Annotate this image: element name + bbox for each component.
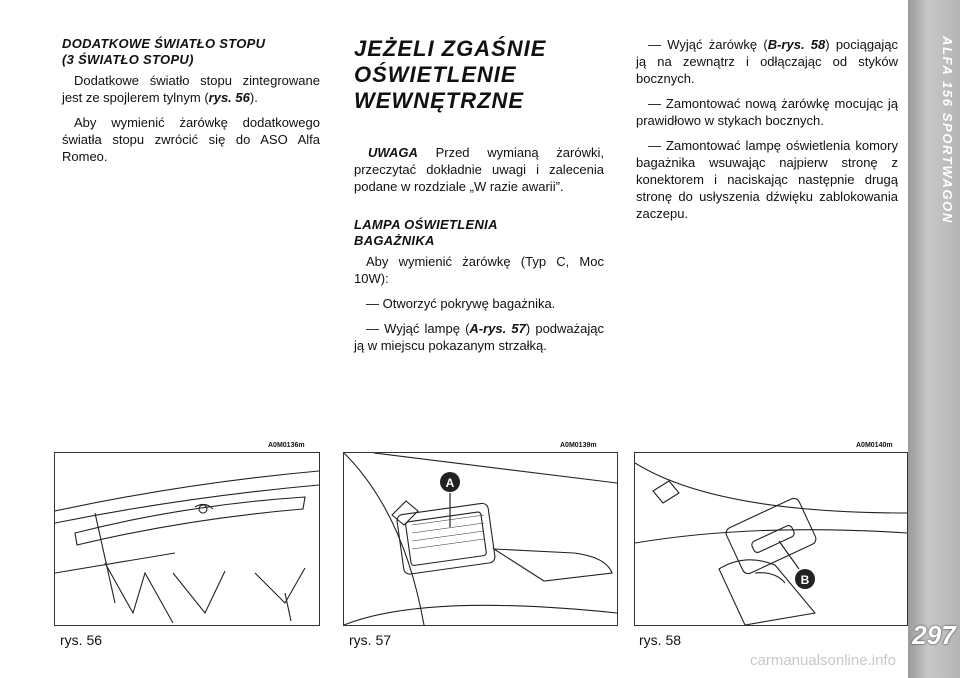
marker-a-label: A xyxy=(446,476,455,490)
watermark: carmanualsonline.info xyxy=(750,652,896,669)
step-item: — Zamontować nową żarówkę mocując ją pra… xyxy=(636,96,898,128)
paragraph-text: Dodatkowe światło stopu zintegrowane jes… xyxy=(62,73,320,105)
step-text: — Wyjąć żarówkę ( xyxy=(648,37,768,52)
marker-a-circle xyxy=(440,472,460,492)
bulb-removal-drawing: B xyxy=(635,462,907,625)
paragraph: Aby wymienić żarówkę dodatkowego światła… xyxy=(62,115,320,164)
figure-code: A0M0136m xyxy=(268,442,305,449)
heading-line-2: (3 ŚWIATŁO STOPU) xyxy=(62,52,194,67)
paragraph: Dodatkowe światło stopu zintegrowane jes… xyxy=(62,72,320,106)
step-item: — Wyjąć żarówkę (B-rys. 58) pociągając j… xyxy=(636,36,898,87)
step-end: ) pociągając ją na zewnątrz i odłączając… xyxy=(636,37,898,86)
figure-ref: rys. 56 xyxy=(208,90,250,105)
marker-b-circle xyxy=(795,569,815,589)
figure-code: A0M0140m xyxy=(856,442,893,449)
warning-text: Przed wymianą żarówki, przeczytać dokład… xyxy=(354,145,604,194)
column-left: DODATKOWE ŚWIATŁO STOPU (3 ŚWIATŁO STOPU… xyxy=(62,36,320,173)
rear-window-drawing xyxy=(55,470,319,624)
step-text: — Wyjąć lampę ( xyxy=(366,321,470,336)
trunk-lamp-drawing: A xyxy=(344,453,617,625)
title-line-1: JEŻELI ZGAŚNIE xyxy=(354,36,547,61)
figure-caption: rys. 56 xyxy=(60,632,103,648)
figure-57-illustration: A xyxy=(343,452,618,626)
figure-58-illustration: B xyxy=(634,452,908,626)
warning-label: UWAGA xyxy=(368,145,418,160)
step-end: ) podważając ją w miejscu pokazanym strz… xyxy=(354,321,604,353)
page-number: 297 xyxy=(912,620,956,650)
sidebar-band xyxy=(908,0,960,678)
marker-b-label: B xyxy=(801,573,810,587)
subsection-heading: LAMPA OŚWIETLENIA BAGAŻNIKA xyxy=(354,217,604,249)
title-line-3: WEWNĘTRZNE xyxy=(354,88,525,113)
paragraph: Aby wymienić żarówkę (Typ C, Moc 10W): xyxy=(354,254,604,286)
column-right: — Wyjąć żarówkę (B-rys. 58) pociągając j… xyxy=(636,36,898,230)
figure-caption: rys. 57 xyxy=(349,632,392,648)
figure-caption: rys. 58 xyxy=(639,632,682,648)
section-title: JEŻELI ZGAŚNIE OŚWIETLENIE WEWNĘTRZNE xyxy=(354,36,604,114)
step-item: — Otworzyć pokrywę bagażnika. xyxy=(366,296,556,311)
heading-line-1: DODATKOWE ŚWIATŁO STOPU xyxy=(62,36,266,51)
step-item: — Zamontować lampę oświetlenia komory ba… xyxy=(636,138,898,221)
figure-56-illustration xyxy=(54,452,320,626)
subheading-line-1: LAMPA OŚWIETLENIA xyxy=(354,217,498,232)
column-middle: JEŻELI ZGAŚNIE OŚWIETLENIE WEWNĘTRZNE UW… xyxy=(354,36,604,362)
warning-paragraph: UWAGA Przed wymianą żarówki, przeczytać … xyxy=(354,144,604,195)
sidebar-title: ALFA 156 SPORTWAGON xyxy=(940,36,955,224)
figure-ref: B-rys. 58 xyxy=(767,37,826,52)
paragraph-end: ). xyxy=(249,90,258,105)
figure-ref: A-rys. 57 xyxy=(469,321,526,336)
figure-code: A0M0139m xyxy=(560,442,597,449)
title-line-2: OŚWIETLENIE xyxy=(354,62,517,87)
section-heading: DODATKOWE ŚWIATŁO STOPU (3 ŚWIATŁO STOPU… xyxy=(62,36,320,68)
step-item: — Wyjąć lampę (A-rys. 57) podważając ją … xyxy=(354,320,604,354)
subheading-line-2: BAGAŻNIKA xyxy=(354,233,435,248)
